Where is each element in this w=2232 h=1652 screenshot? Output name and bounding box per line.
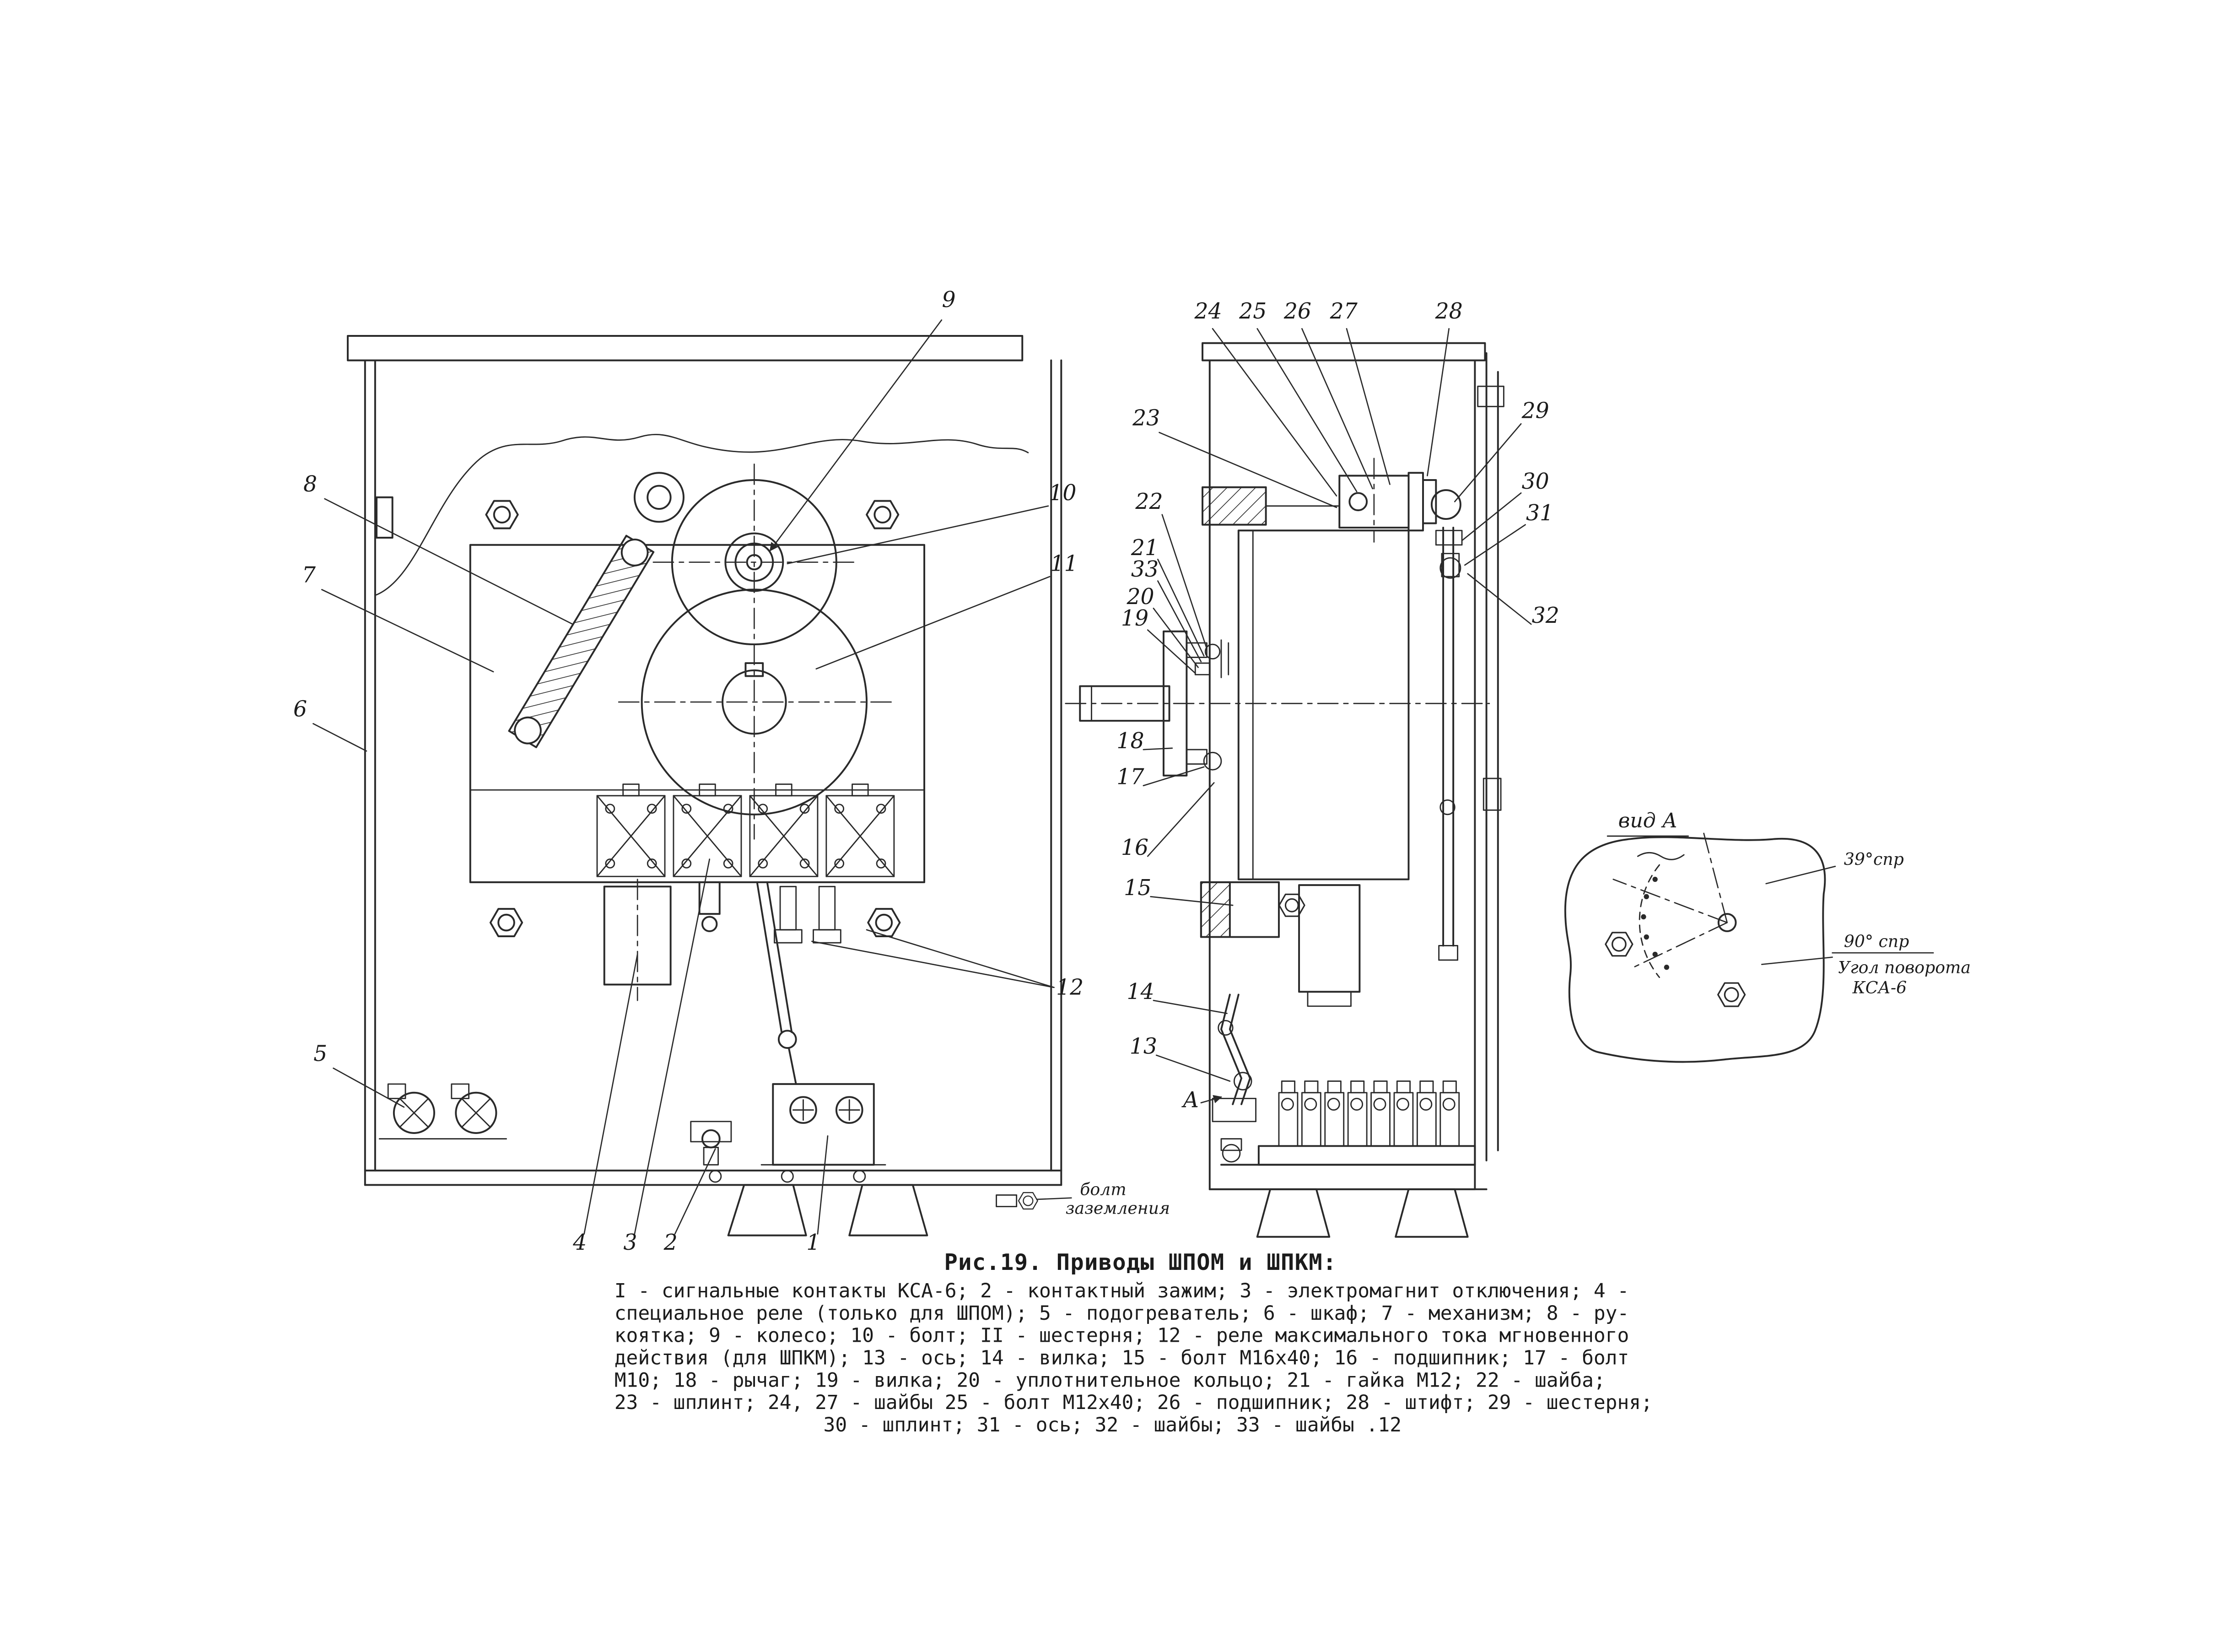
legend-line-2: специальное реле (только для ШПОМ); 5 - … [615,1302,1629,1325]
callout-22: 22 [1135,489,1163,514]
callout-31: 31 [1526,501,1553,526]
legend-line-5: М10; 18 - рычаг; 19 - вилка; 20 - уплотн… [615,1369,1606,1392]
callout-12: 12 [1056,975,1084,1000]
callout-7: 7 [302,563,316,588]
legend-line-3: коятка; 9 - колесо; 10 - болт; II - шест… [615,1324,1629,1347]
callout-16: 16 [1121,835,1148,860]
callout-2: 2 [663,1230,678,1255]
detail-view-a-drawing [1564,828,1826,1063]
caption-title: Рис.19. Приводы ШПОМ и ШПКМ: [944,1249,1337,1275]
ground-bolt-label: болт заземления [1066,1179,1170,1218]
callout-32: 32 [1532,603,1559,628]
front-view-drawing [347,335,1062,1236]
view-a-angle-top-label: 39°спр [1844,849,1904,869]
callout-4: 4 [572,1230,587,1255]
legend-line-6: 23 - шплинт; 24, 27 - шайбы 25 - болт М1… [615,1391,1653,1414]
callout-3: 3 [623,1230,637,1255]
callout-33: 33 [1131,557,1159,582]
view-a-labels: вид А 39°спр 90° спр Угол поворота КСА-6 [1618,809,1971,997]
callout-20: 20 [1126,584,1154,610]
callout-6: 6 [293,697,307,722]
callout-28: 28 [1435,299,1463,324]
view-a-note-line1: Угол поворота [1838,957,1971,977]
callout-labels: 9 8 7 6 5 4 3 2 1 10 11 12 24 25 26 27 2… [293,287,1559,1255]
callout-13: 13 [1130,1034,1157,1059]
legend-line-4: действия (для ШПКМ); 13 - ось; 14 - вилк… [615,1347,1629,1370]
callout-30: 30 [1522,469,1549,494]
callout-29: 29 [1521,399,1549,424]
side-view-drawing [1065,342,1504,1238]
callout-19: 19 [1121,606,1148,631]
callout-17: 17 [1116,765,1144,790]
callout-24: 24 [1194,299,1222,324]
callout-21: 21 [1131,535,1159,561]
callout-15: 15 [1124,875,1151,901]
callout-27: 27 [1330,299,1358,324]
callout-26: 26 [1283,299,1311,324]
view-a-title: вид А [1618,809,1677,832]
callout-18: 18 [1116,729,1144,754]
callout-9: 9 [942,287,956,313]
callout-14: 14 [1127,979,1154,1004]
view-a-angle-bottom-label: 90° спр [1844,932,1909,951]
ground-label-line1: болт [1080,1179,1126,1199]
callout-8: 8 [303,472,317,497]
view-a-note-line2: КСА-6 [1852,977,1907,997]
callout-23: 23 [1132,405,1160,431]
callout-10: 10 [1049,480,1076,506]
figure-caption: Рис.19. Приводы ШПОМ и ШПКМ: I - сигналь… [615,1249,1653,1436]
callout-view-a-arrow: А [1181,1087,1199,1112]
legend-line-1: I - сигнальные контакты КСА-6; 2 - конта… [615,1279,1629,1302]
callout-1: 1 [806,1230,820,1255]
leader-lines [313,319,1934,1235]
legend-line-7: 30 - шплинт; 31 - ось; 32 - шайбы; 33 - … [824,1414,1402,1436]
callout-25: 25 [1239,299,1267,324]
callout-5: 5 [313,1041,327,1066]
callout-11: 11 [1051,551,1078,576]
ground-label-line2: заземления [1066,1198,1170,1218]
